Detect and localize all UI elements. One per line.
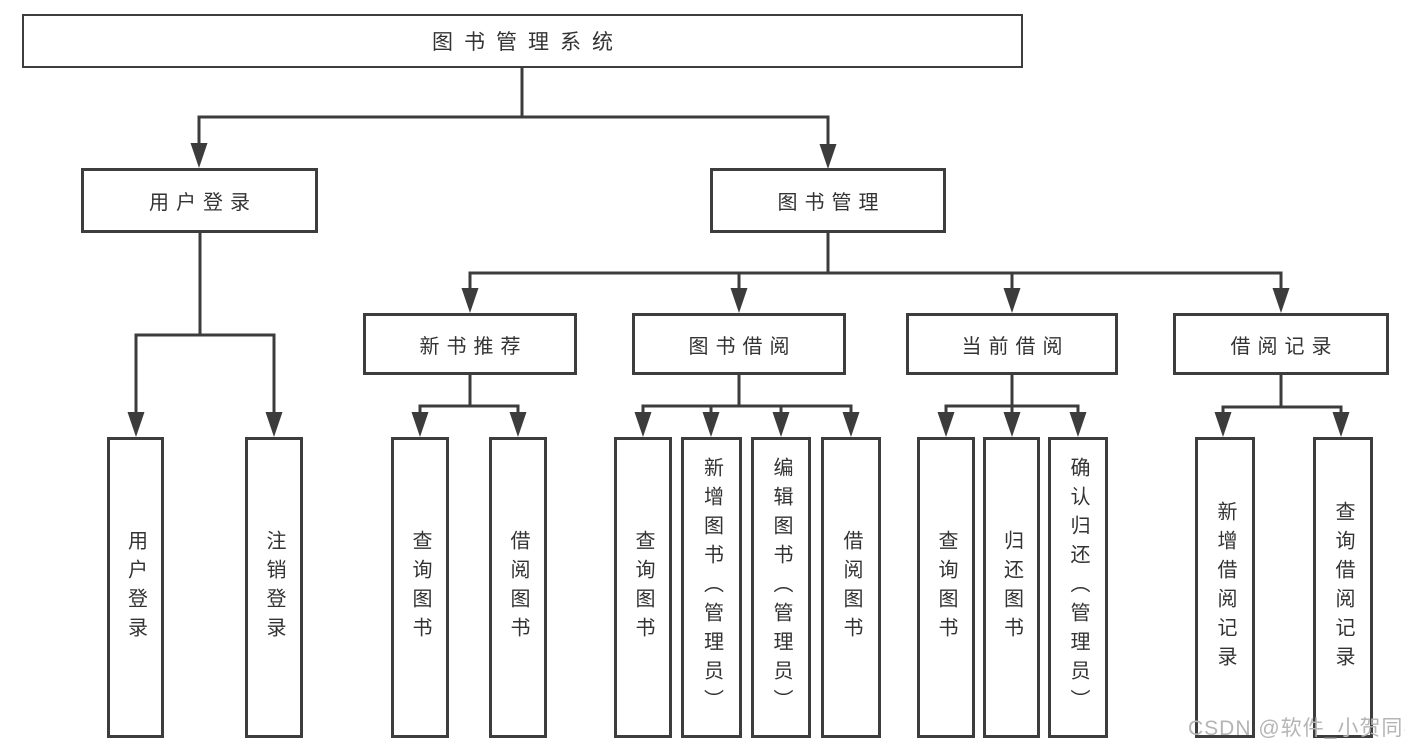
node-label: 图书管理 (777, 192, 886, 214)
node-new-book-recommendation: 新书推荐 (363, 313, 577, 375)
node-label: 查询图书 (409, 529, 431, 646)
node-label: 编辑图书（管理员） (770, 457, 792, 718)
node-label: 借阅图书 (840, 529, 862, 646)
node-user-login-branch: 用户登录 (81, 168, 318, 233)
node-label: 借阅图书 (507, 529, 529, 646)
node-label: 图书管理系统 (432, 31, 624, 54)
node-label: 图书借阅 (688, 335, 797, 358)
node-label: 借阅记录 (1230, 335, 1339, 358)
node-label: 新增图书（管理员） (700, 457, 723, 718)
node-book-management-branch: 图书管理 (710, 168, 946, 233)
node-leaf-add-books-admin: 新增图书（管理员） (681, 437, 742, 738)
node-leaf-add-borrow-record: 新增借阅记录 (1195, 437, 1255, 738)
node-leaf-borrow-books-1: 借阅图书 (489, 437, 547, 738)
node-leaf-query-borrow-record: 查询借阅记录 (1313, 437, 1373, 738)
node-leaf-edit-books-admin: 编辑图书（管理员） (751, 437, 811, 738)
node-label: 查询图书 (935, 529, 957, 646)
node-leaf-confirm-return-admin: 确认归还（管理员） (1048, 437, 1108, 738)
node-label: 新增借阅记录 (1214, 500, 1236, 675)
node-leaf-query-books-3: 查询图书 (917, 437, 975, 738)
node-leaf-return-books: 归还图书 (983, 437, 1040, 738)
node-label: 查询借阅记录 (1332, 500, 1354, 675)
node-leaf-logout: 注销登录 (245, 437, 303, 738)
node-current-borrowing: 当前借阅 (906, 313, 1118, 375)
node-label: 当前借阅 (961, 335, 1070, 358)
node-label: 用户登录 (124, 529, 147, 646)
node-leaf-query-books-2: 查询图书 (614, 437, 672, 738)
node-label: 查询图书 (632, 529, 654, 646)
node-leaf-borrow-books-2: 借阅图书 (821, 437, 881, 738)
node-label: 新书推荐 (419, 335, 528, 358)
node-label: 确认归还（管理员） (1067, 457, 1089, 718)
node-label: 用户登录 (149, 192, 257, 214)
arrowheads (127, 143, 1350, 437)
node-leaf-user-login: 用户登录 (107, 437, 164, 738)
node-borrowing-records: 借阅记录 (1173, 313, 1389, 375)
node-library-management-system: 图书管理系统 (22, 14, 1023, 68)
node-leaf-query-books-1: 查询图书 (391, 437, 449, 738)
node-label: 归还图书 (1000, 529, 1023, 646)
node-book-borrowing: 图书借阅 (632, 313, 846, 375)
node-label: 注销登录 (263, 529, 285, 646)
csdn-watermark: CSDN @软件_小贺同学 (1188, 717, 1405, 740)
